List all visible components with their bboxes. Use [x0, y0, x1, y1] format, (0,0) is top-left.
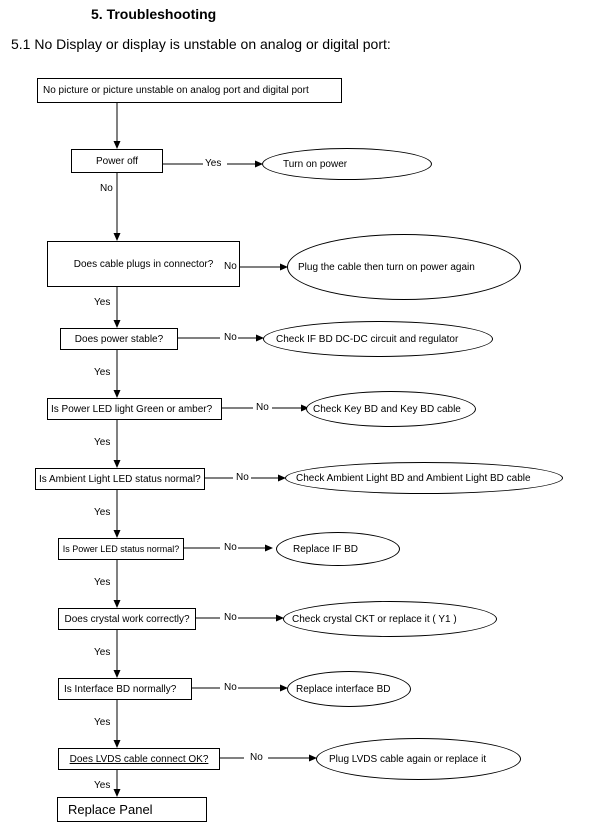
action-replace-interface-bd: Replace interface BD [287, 671, 411, 707]
no-label: No [224, 682, 237, 693]
no-label: No [256, 402, 269, 413]
action-plug-cable: Plug the cable then turn on power again [287, 234, 521, 300]
no-label: No [250, 752, 263, 763]
action-check-if-bd: Check IF BD DC-DC circuit and regulator [263, 321, 493, 357]
yes-label: Yes [205, 158, 222, 169]
no-label: No [224, 332, 237, 343]
decision-interface-bd: Is Interface BD normally? [58, 678, 192, 700]
no-label: No [224, 542, 237, 553]
decision-crystal: Does crystal work correctly? [58, 608, 196, 630]
no-label: No [224, 261, 237, 272]
decision-lvds-cable: Does LVDS cable connect OK? [58, 748, 220, 770]
action-check-crystal: Check crystal CKT or replace it ( Y1 ) [283, 601, 497, 637]
action-plug-lvds-cable: Plug LVDS cable again or replace it [316, 738, 521, 780]
decision-power-led-color: Is Power LED light Green or amber? [47, 398, 222, 420]
action-replace-if-bd: Replace IF BD [276, 532, 400, 566]
yes-label: Yes [94, 577, 111, 588]
start-box: No picture or picture unstable on analog… [37, 78, 342, 103]
yes-label: Yes [94, 717, 111, 728]
action-turn-on-power: Turn on power [262, 148, 432, 180]
yes-label: Yes [94, 507, 111, 518]
decision-ambient-led: Is Ambient Light LED status normal? [35, 468, 205, 490]
yes-label: Yes [94, 647, 111, 658]
yes-label: Yes [94, 367, 111, 378]
section-subheading: 5.1 No Display or display is unstable on… [11, 36, 391, 52]
action-check-ambient-bd: Check Ambient Light BD and Ambient Light… [285, 462, 563, 494]
decision-power-stable: Does power stable? [60, 328, 178, 350]
yes-label: Yes [94, 297, 111, 308]
no-label: No [236, 472, 249, 483]
no-label: No [100, 183, 113, 194]
section-heading: 5. Troubleshooting [91, 6, 217, 22]
decision-cable-plugged: Does cable plugs in connector? [47, 241, 240, 287]
yes-label: Yes [94, 437, 111, 448]
decision-power-off: Power off [71, 149, 163, 173]
no-label: No [224, 612, 237, 623]
end-box-replace-panel: Replace Panel [57, 797, 207, 822]
decision-power-led-status: Is Power LED status normal? [58, 538, 184, 560]
yes-label: Yes [94, 780, 111, 791]
action-check-key-bd: Check Key BD and Key BD cable [306, 391, 476, 427]
